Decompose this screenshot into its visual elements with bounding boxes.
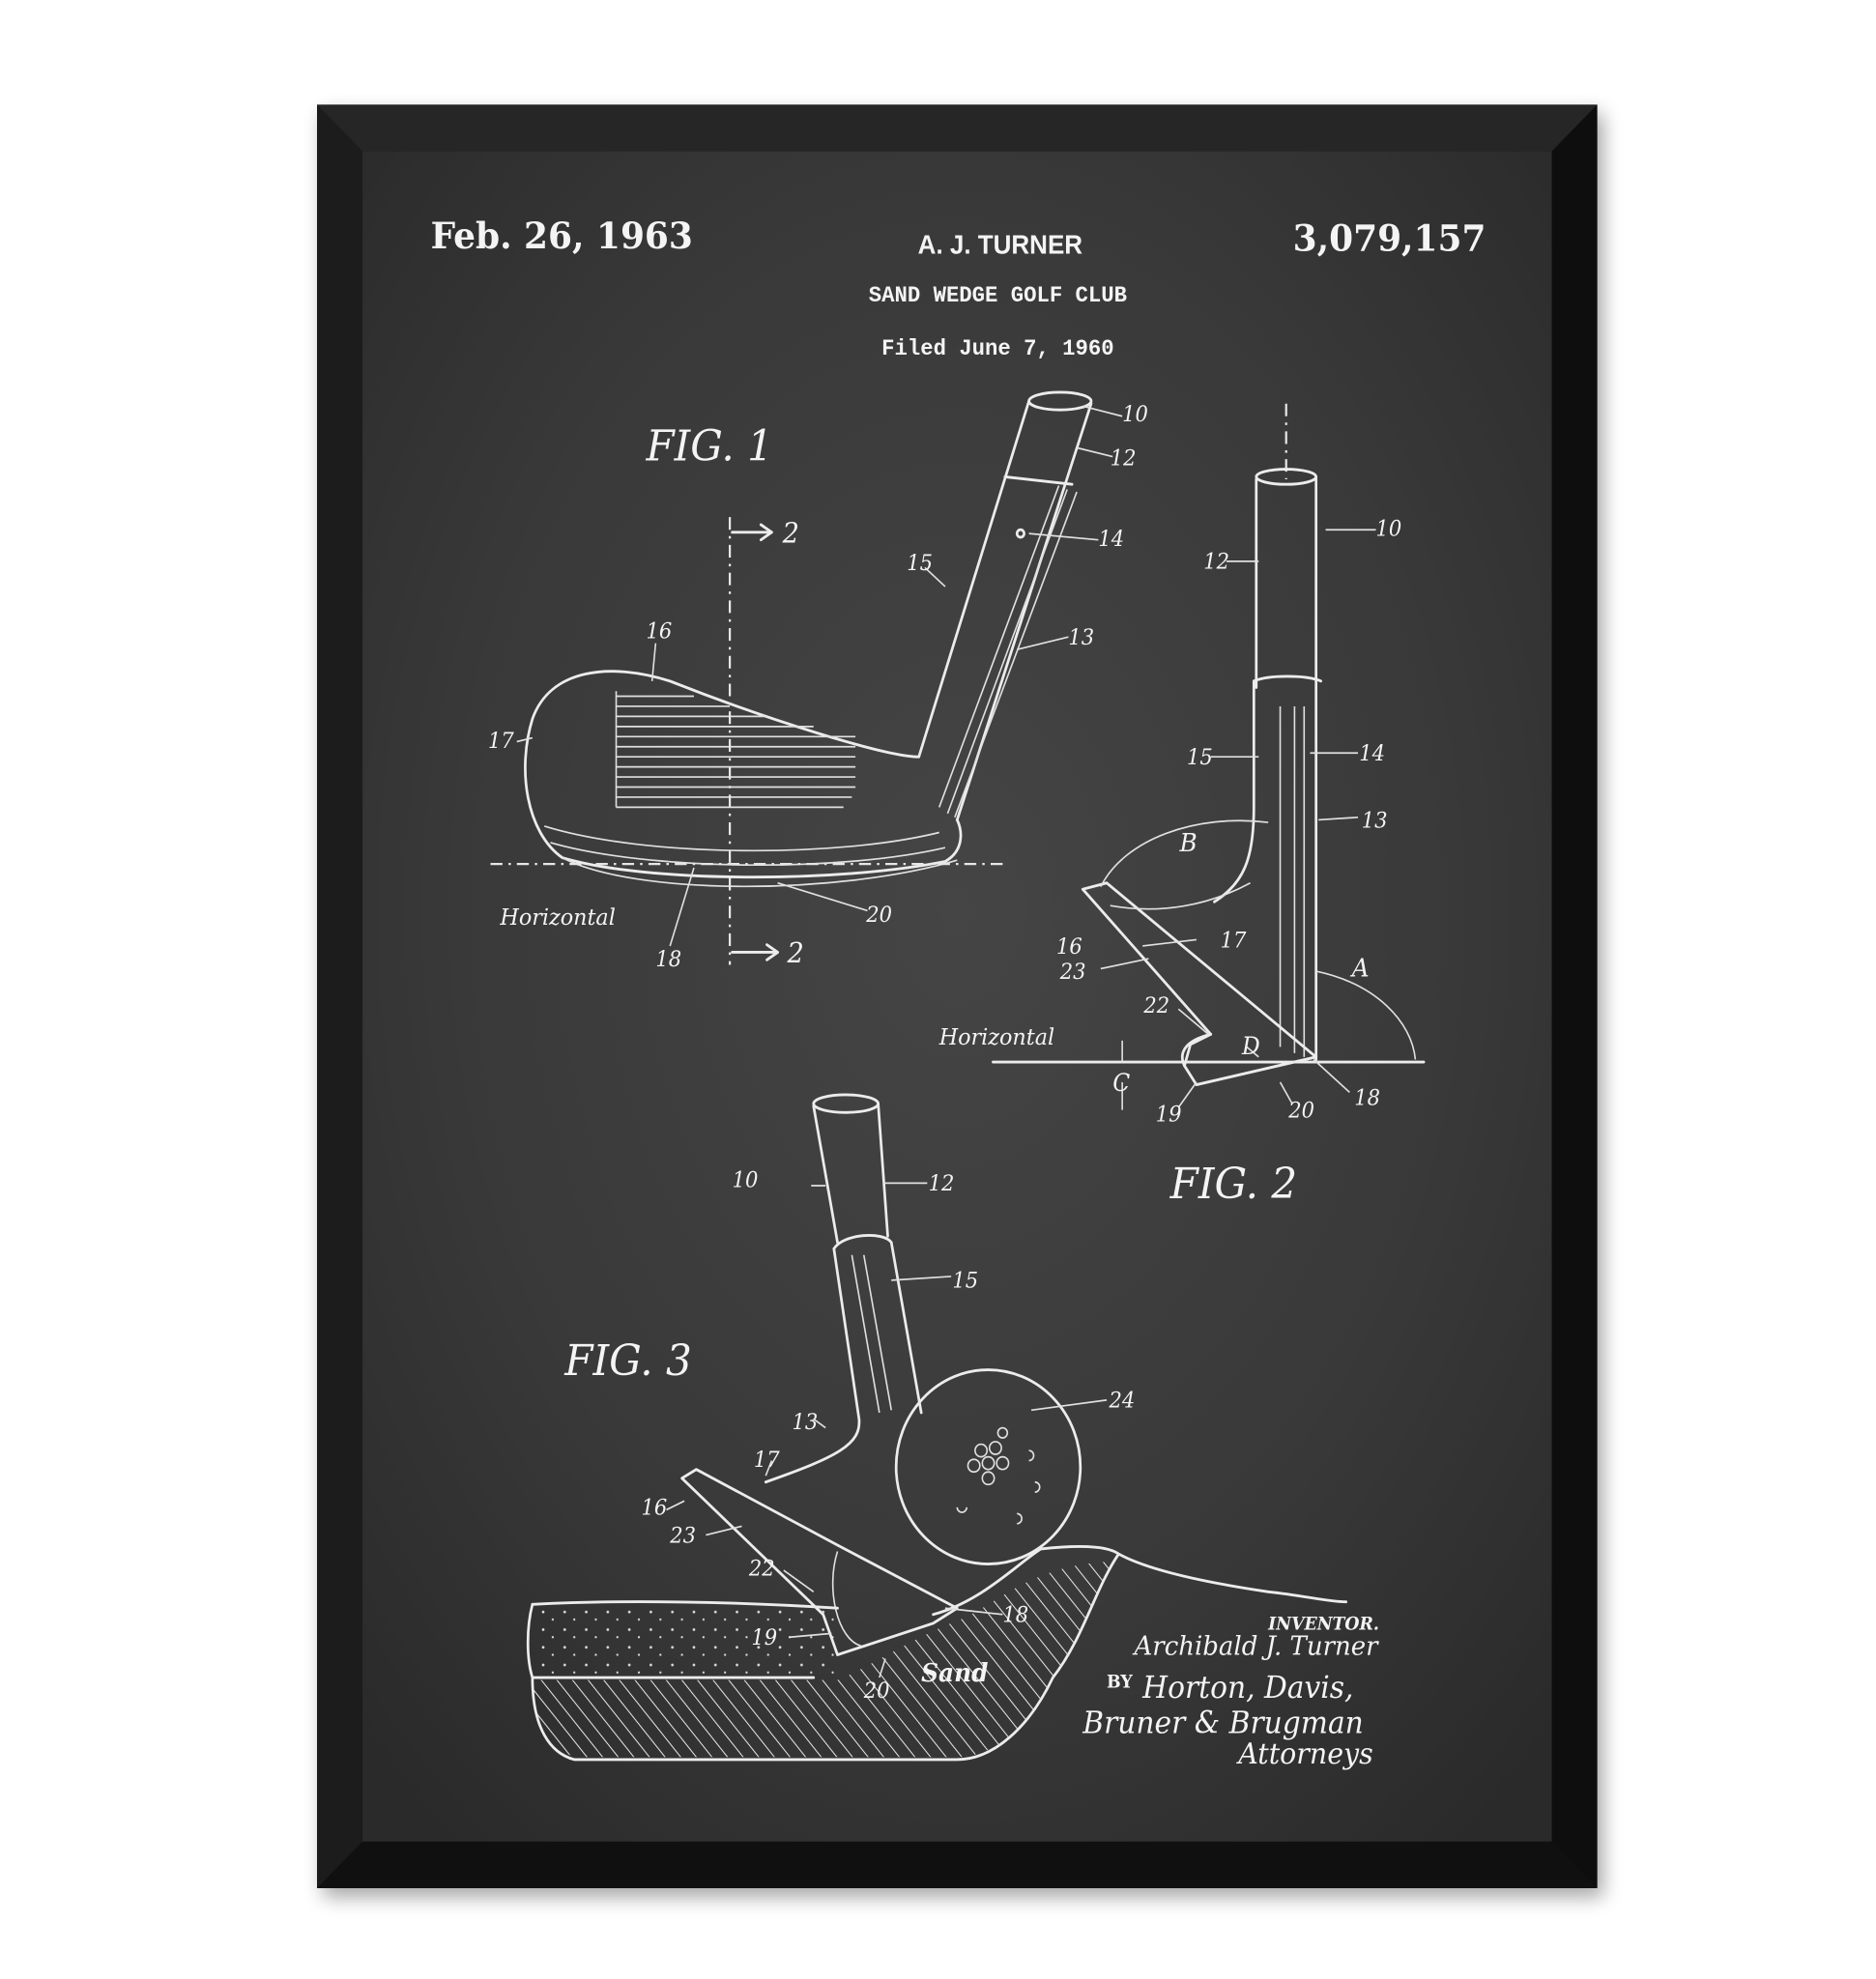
fig3-ref: 24 bbox=[1109, 1389, 1136, 1414]
fig2-ref: 18 bbox=[1354, 1086, 1380, 1111]
fig2-ref: C bbox=[1112, 1070, 1130, 1098]
fig2-label: FIG. 2 bbox=[1169, 1160, 1297, 1209]
by-label: BY bbox=[1107, 1672, 1133, 1693]
attorney-signature-line3: Attorneys bbox=[1235, 1736, 1372, 1770]
fig3-ref: 18 bbox=[1002, 1603, 1028, 1628]
fig2-ref: A bbox=[1350, 953, 1370, 983]
fig2-ref: B bbox=[1179, 827, 1198, 857]
patent-date: Feb. 26, 1963 bbox=[431, 214, 693, 257]
figure-3: FIG. 3 10 12 15 13 24 17 16 23 22 19 18 … bbox=[526, 1093, 1347, 1762]
fig3-ref: 13 bbox=[792, 1410, 818, 1435]
attorney-signature-line2: Bruner & Brugman bbox=[1082, 1707, 1363, 1741]
fig2-ref: 20 bbox=[1287, 1099, 1314, 1124]
fig1-ref: 18 bbox=[655, 947, 681, 972]
fig2-ref: 16 bbox=[1056, 934, 1082, 960]
fig2-ref: 17 bbox=[1221, 929, 1247, 954]
patent-title: SAND WEDGE GOLF CLUB bbox=[869, 282, 1127, 308]
inventor-heading: A. J. TURNER bbox=[918, 230, 1082, 260]
chalkboard bbox=[362, 151, 1552, 1842]
fig2-ref: 13 bbox=[1362, 809, 1388, 834]
inventor-name: Archibald J. Turner bbox=[1132, 1631, 1380, 1662]
fig1-label: FIG. 1 bbox=[645, 421, 772, 471]
fig1-ref: 17 bbox=[488, 730, 514, 755]
fig3-ref: 23 bbox=[669, 1524, 696, 1549]
fig3-ref: 16 bbox=[642, 1496, 668, 1521]
fig1-ref: 14 bbox=[1098, 528, 1124, 553]
fig2-ref: D bbox=[1241, 1033, 1260, 1061]
fig2-ref: 14 bbox=[1359, 742, 1385, 767]
inventor-label: INVENTOR. bbox=[1267, 1614, 1379, 1635]
fig3-label: FIG. 3 bbox=[563, 1336, 691, 1386]
fig1-ref: 13 bbox=[1068, 626, 1094, 651]
figure-1: FIG. 1 2 2 Horizontal 10 12 14 15 13 16 … bbox=[488, 390, 1148, 972]
fig2-ref: 12 bbox=[1203, 550, 1229, 575]
fig3-ref: 17 bbox=[754, 1448, 780, 1474]
fig1-ref: 20 bbox=[865, 903, 892, 929]
fig1-ref: 15 bbox=[907, 551, 933, 576]
fig1-ref: 16 bbox=[646, 619, 672, 645]
sand-label: Sand bbox=[921, 1657, 988, 1687]
fig2-ref: 23 bbox=[1059, 960, 1086, 985]
fig3-ref: 19 bbox=[751, 1626, 777, 1651]
fig3-ref: 10 bbox=[733, 1168, 759, 1193]
golf-ball-dimples bbox=[956, 1426, 1041, 1525]
fig2-ref: 15 bbox=[1187, 746, 1213, 771]
figure-2: FIG. 2 Horizontal 10 12 15 14 13 B 17 16… bbox=[938, 403, 1426, 1209]
filed-date: Filed June 7, 1960 bbox=[881, 335, 1113, 361]
fig2-ref: 22 bbox=[1142, 994, 1169, 1019]
fig2-ref: 19 bbox=[1156, 1103, 1182, 1128]
section-mark-bottom: 2 bbox=[787, 936, 804, 969]
signature-block: INVENTOR. Archibald J. Turner BY Horton,… bbox=[1082, 1614, 1379, 1770]
fig3-ref: 22 bbox=[748, 1557, 775, 1582]
fig3-ref: 20 bbox=[863, 1678, 890, 1704]
fig2-horizontal-label: Horizontal bbox=[938, 1024, 1054, 1050]
fig2-ref: 10 bbox=[1376, 517, 1402, 542]
fig3-ref: 12 bbox=[929, 1172, 955, 1197]
fig1-ref: 10 bbox=[1122, 402, 1148, 427]
fig1-horizontal-label: Horizontal bbox=[499, 904, 615, 931]
section-mark-top: 2 bbox=[782, 517, 799, 550]
fig3-ref: 15 bbox=[952, 1269, 978, 1294]
fig1-ref: 12 bbox=[1111, 446, 1137, 472]
attorney-signature-line1: Horton, Davis, bbox=[1141, 1671, 1353, 1706]
patent-number: 3,079,157 bbox=[1293, 216, 1486, 260]
